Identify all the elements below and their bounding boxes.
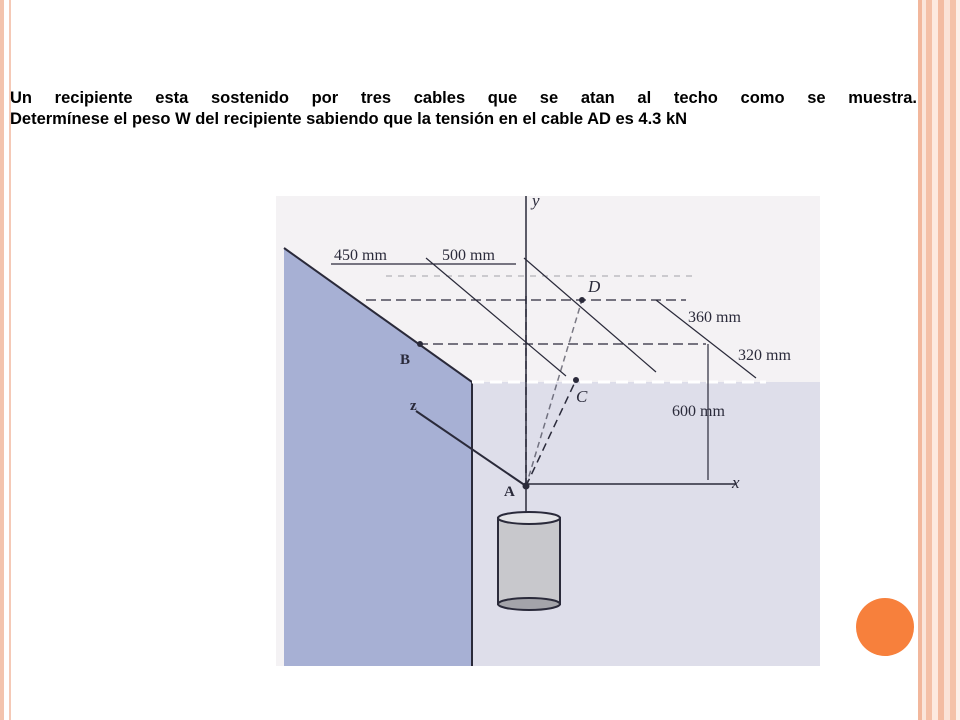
diagram-svg: 450 mm 500 mm 360 mm 320 mm 600 mm D B C…: [276, 196, 820, 666]
dim-oblique-2: [523, 257, 657, 373]
label-y-axis: y: [530, 196, 540, 210]
point-c: [573, 377, 579, 383]
point-b: [417, 341, 423, 347]
point-d: [579, 297, 585, 303]
problem-line-2: Determínese el peso W del recipiente sab…: [10, 110, 688, 128]
container-top: [497, 511, 561, 525]
accent-circle: [856, 598, 914, 656]
dim-right-diagonal: [655, 299, 757, 379]
dim-oblique-1: [425, 257, 567, 377]
label-x-axis: x: [731, 473, 740, 492]
label-b: B: [400, 352, 410, 368]
left-wall: [284, 248, 472, 666]
dim-600-label: 600 mm: [672, 403, 725, 420]
label-a: A: [504, 484, 515, 500]
label-d: D: [587, 277, 601, 296]
cable-diagram: 450 mm 500 mm 360 mm 320 mm 600 mm D B C…: [276, 196, 820, 666]
cable-ad: [525, 299, 583, 487]
container-bottom: [497, 597, 561, 611]
right-decorative-stripes: [918, 0, 960, 720]
label-c: C: [576, 387, 588, 406]
dim-500-label: 500 mm: [442, 247, 495, 264]
container-body: [497, 517, 561, 605]
dim-450-label: 450 mm: [334, 247, 387, 264]
cable-ac: [525, 379, 577, 487]
problem-line-1: Un recipiente esta sostenido por tres ca…: [10, 89, 917, 107]
wall-edge-top: [283, 247, 473, 383]
dim-360-label: 360 mm: [688, 309, 741, 326]
dim-320-label: 320 mm: [738, 347, 791, 364]
left-border-line: [9, 0, 11, 720]
label-z-axis: z: [410, 398, 417, 414]
left-border: [0, 0, 10, 720]
cable-z-axis: [415, 410, 527, 487]
problem-statement: Un recipiente esta sostenido por tres ca…: [10, 88, 917, 130]
